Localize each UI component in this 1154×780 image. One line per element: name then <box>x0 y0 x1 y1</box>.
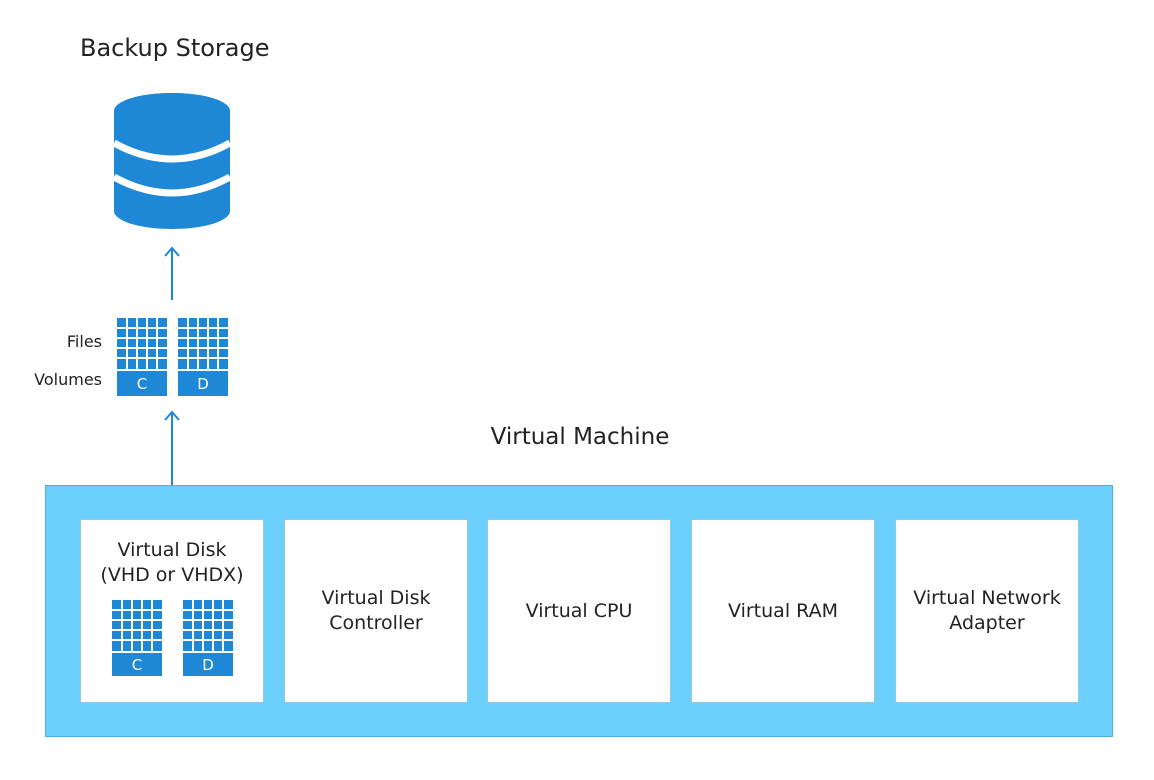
virtual-cpu-card: Virtual CPU <box>487 519 671 703</box>
virtual-disk-format: (VHD or VHDX) <box>100 564 244 586</box>
card-label-line: Virtual Disk <box>321 587 431 609</box>
backup-storage-title: Backup Storage <box>80 34 270 62</box>
virtual-ram-card: Virtual RAM <box>691 519 875 703</box>
arrow-to-storage <box>162 246 182 306</box>
volume-letter: C <box>132 656 142 674</box>
virtual-disk-label: Virtual Disk <box>117 539 227 561</box>
database-icon <box>112 93 232 235</box>
virtual-disk-card: Virtual Disk (VHD or VHDX) <box>80 519 264 703</box>
files-label: Files <box>66 332 102 351</box>
virtual-machine-title: Virtual Machine <box>490 424 670 450</box>
card-label-line: Virtual RAM <box>728 599 838 622</box>
volume-d-icon: D <box>178 318 228 396</box>
volume-letter: C <box>137 375 147 393</box>
card-label-line: Virtual CPU <box>525 599 633 622</box>
virtual-disk-controller-card: Virtual Disk Controller <box>284 519 468 703</box>
card-label-line: Adapter <box>949 612 1025 634</box>
disk-volume-c-icon: C <box>112 600 162 683</box>
volumes-label: Volumes <box>34 370 102 389</box>
disk-volume-d-icon: D <box>183 600 233 683</box>
volume-letter: D <box>197 375 209 393</box>
volume-c-icon: C <box>117 318 167 396</box>
card-label-line: Virtual Network <box>913 587 1061 609</box>
card-label-line: Controller <box>329 612 423 634</box>
volume-letter: D <box>202 656 214 674</box>
virtual-network-adapter-card: Virtual Network Adapter <box>895 519 1079 703</box>
